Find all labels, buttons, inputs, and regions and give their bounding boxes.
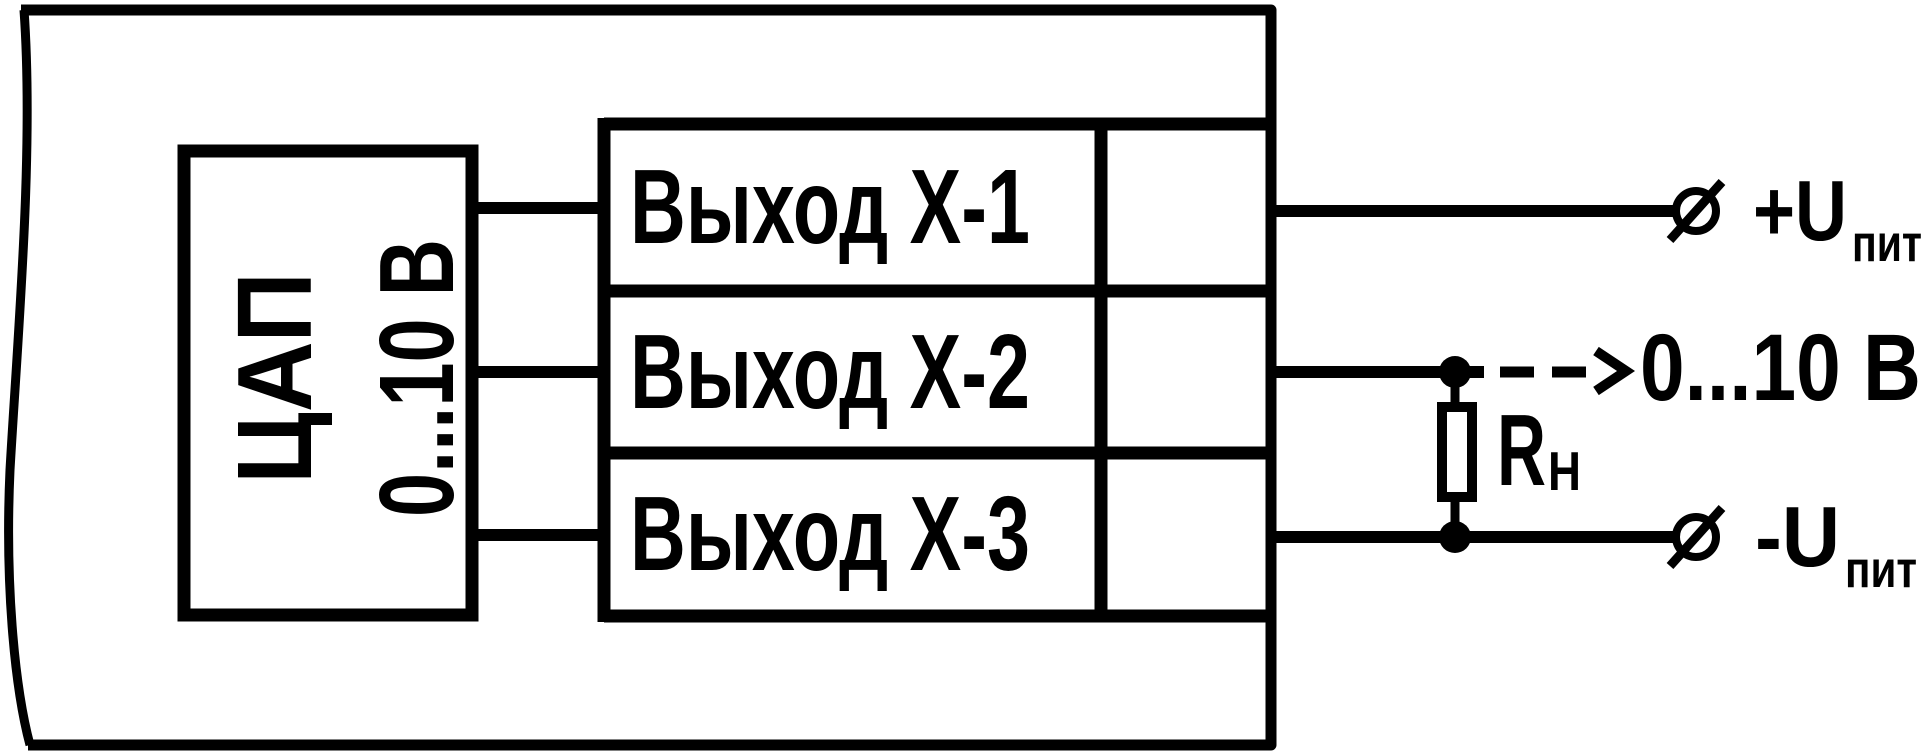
terminal-screw-minus-icon bbox=[1666, 504, 1726, 570]
terminal-screw-plus-icon bbox=[1666, 178, 1726, 244]
label-resistor-main: R bbox=[1497, 395, 1546, 507]
output-module: Выход Х-1 Выход Х-2 Выход Х-3 bbox=[597, 117, 1271, 623]
label-power-minus: -U пит bbox=[1755, 490, 1917, 599]
dac-label-line1: ЦАП bbox=[216, 272, 334, 484]
dac-label-line2: 0...10 В bbox=[358, 239, 476, 517]
dac-connections bbox=[472, 202, 610, 541]
signal-arrowhead-icon bbox=[1593, 346, 1636, 396]
output-row-label: Выход Х-1 bbox=[630, 148, 1030, 266]
load-resistor: R Н bbox=[1437, 372, 1581, 537]
resistor-body bbox=[1437, 402, 1477, 502]
label-power-minus-main: -U bbox=[1755, 490, 1840, 585]
label-power-minus-sub: пит bbox=[1845, 541, 1917, 599]
junction-dot-bottom bbox=[1439, 521, 1471, 553]
wire-power-minus bbox=[1271, 521, 1676, 553]
label-resistor-sub: Н bbox=[1548, 440, 1581, 502]
output-row-label: Выход Х-2 bbox=[630, 313, 1030, 431]
label-power-plus: +U пит bbox=[1753, 164, 1922, 273]
label-power-plus-sub: пит bbox=[1852, 215, 1922, 273]
terminal-slash bbox=[1666, 504, 1726, 570]
dac-block: ЦАП 0...10 В bbox=[177, 144, 479, 622]
terminal-slash bbox=[1666, 178, 1726, 244]
output-row-label: Выход Х-3 bbox=[630, 475, 1030, 593]
dac-box bbox=[177, 144, 479, 622]
label-signal-range: 0...10 В bbox=[1640, 315, 1921, 421]
label-power-plus-main: +U bbox=[1753, 164, 1847, 259]
wire-signal: 0...10 В bbox=[1271, 315, 1921, 421]
device-torn-edge bbox=[4, 9, 35, 747]
